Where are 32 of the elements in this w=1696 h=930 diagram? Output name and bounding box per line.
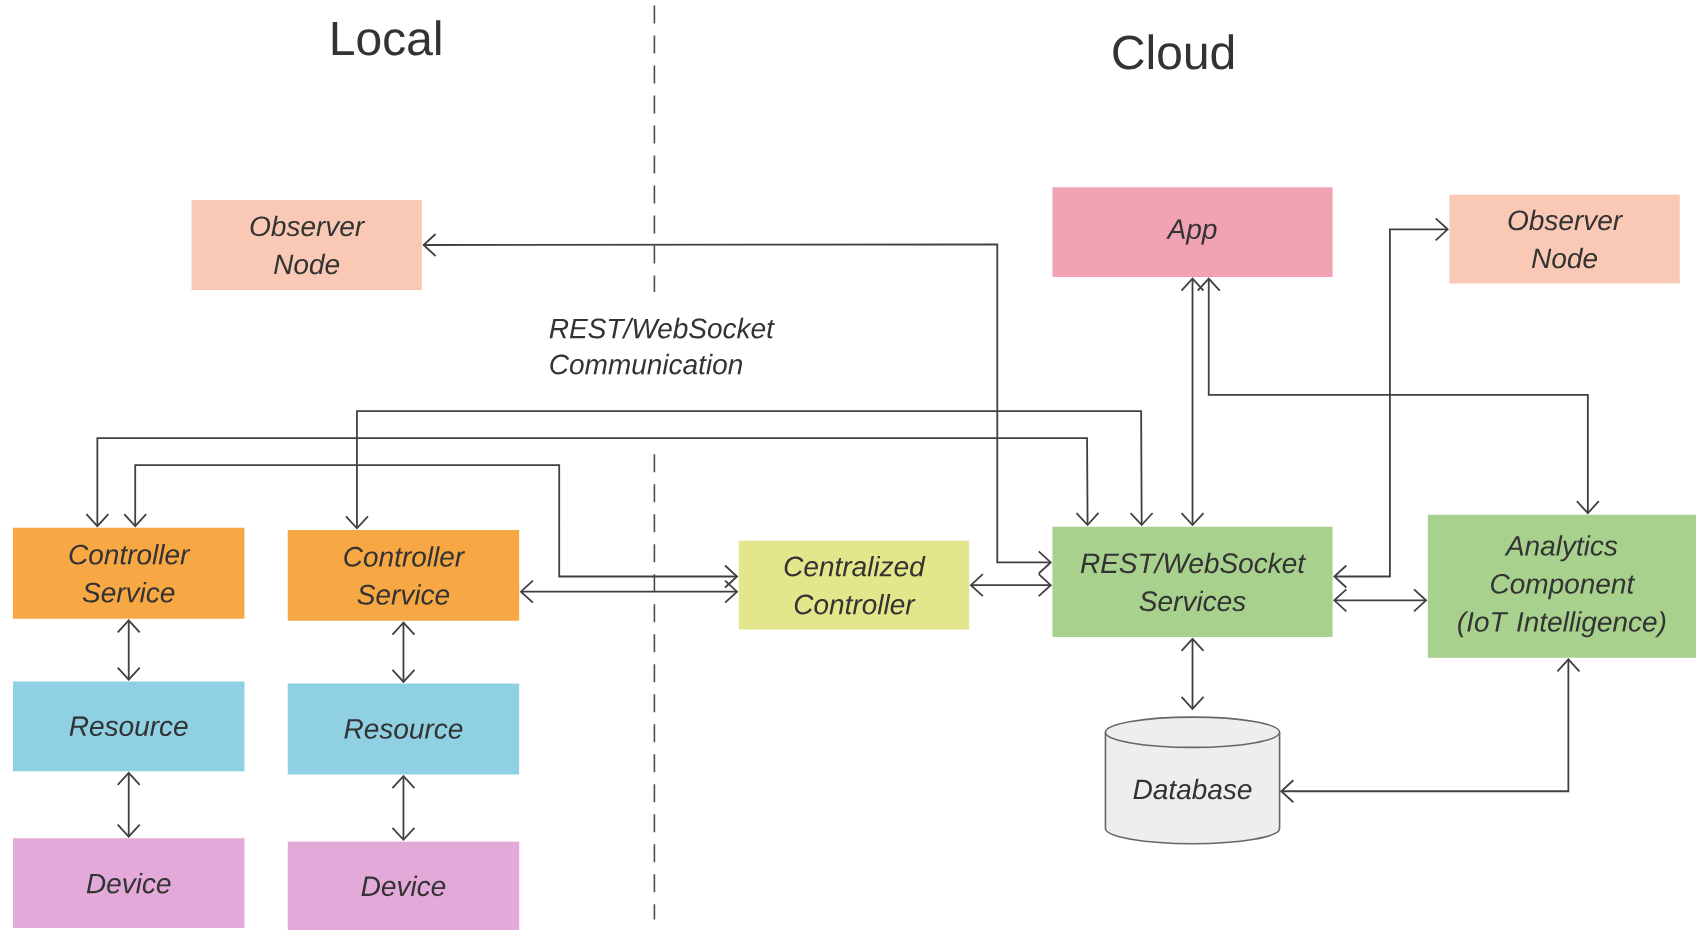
process-box: App xyxy=(1052,187,1333,277)
arrow xyxy=(1333,588,1428,613)
process-box: Controller Service xyxy=(13,527,245,619)
arrow xyxy=(345,410,1154,530)
process-box: Centralized Controller xyxy=(738,540,970,630)
arrow xyxy=(422,233,1053,575)
process-box: Device xyxy=(13,838,245,928)
heading: Cloud xyxy=(1113,34,1234,70)
process-box: Resource xyxy=(287,683,520,775)
heading: Local xyxy=(332,20,441,56)
arrow xyxy=(116,619,141,681)
annotation-text: REST/WebSocket Communication xyxy=(549,317,775,375)
process-box: REST/WebSocket Services xyxy=(1052,526,1333,637)
arrow xyxy=(116,771,141,838)
arrow xyxy=(391,621,416,684)
arrow xyxy=(1180,637,1205,711)
arrow xyxy=(391,774,416,842)
process-box: Observer Node xyxy=(1449,194,1680,284)
arrow xyxy=(519,579,739,604)
arrow xyxy=(1279,657,1581,804)
process-box: Device xyxy=(287,841,520,930)
database-cylinder: Database xyxy=(1104,716,1281,845)
arrow xyxy=(1333,217,1449,589)
process-box: Analytics Component (IoT Intelligence) xyxy=(1427,514,1696,658)
process-box: Resource xyxy=(13,681,245,772)
arrow xyxy=(1180,277,1205,527)
arrow xyxy=(1196,277,1600,515)
process-box: Observer Node xyxy=(191,200,422,290)
arrow xyxy=(85,437,1100,528)
arrow xyxy=(969,573,1053,597)
process-box: Controller Service xyxy=(287,529,520,621)
arrow xyxy=(123,464,739,589)
